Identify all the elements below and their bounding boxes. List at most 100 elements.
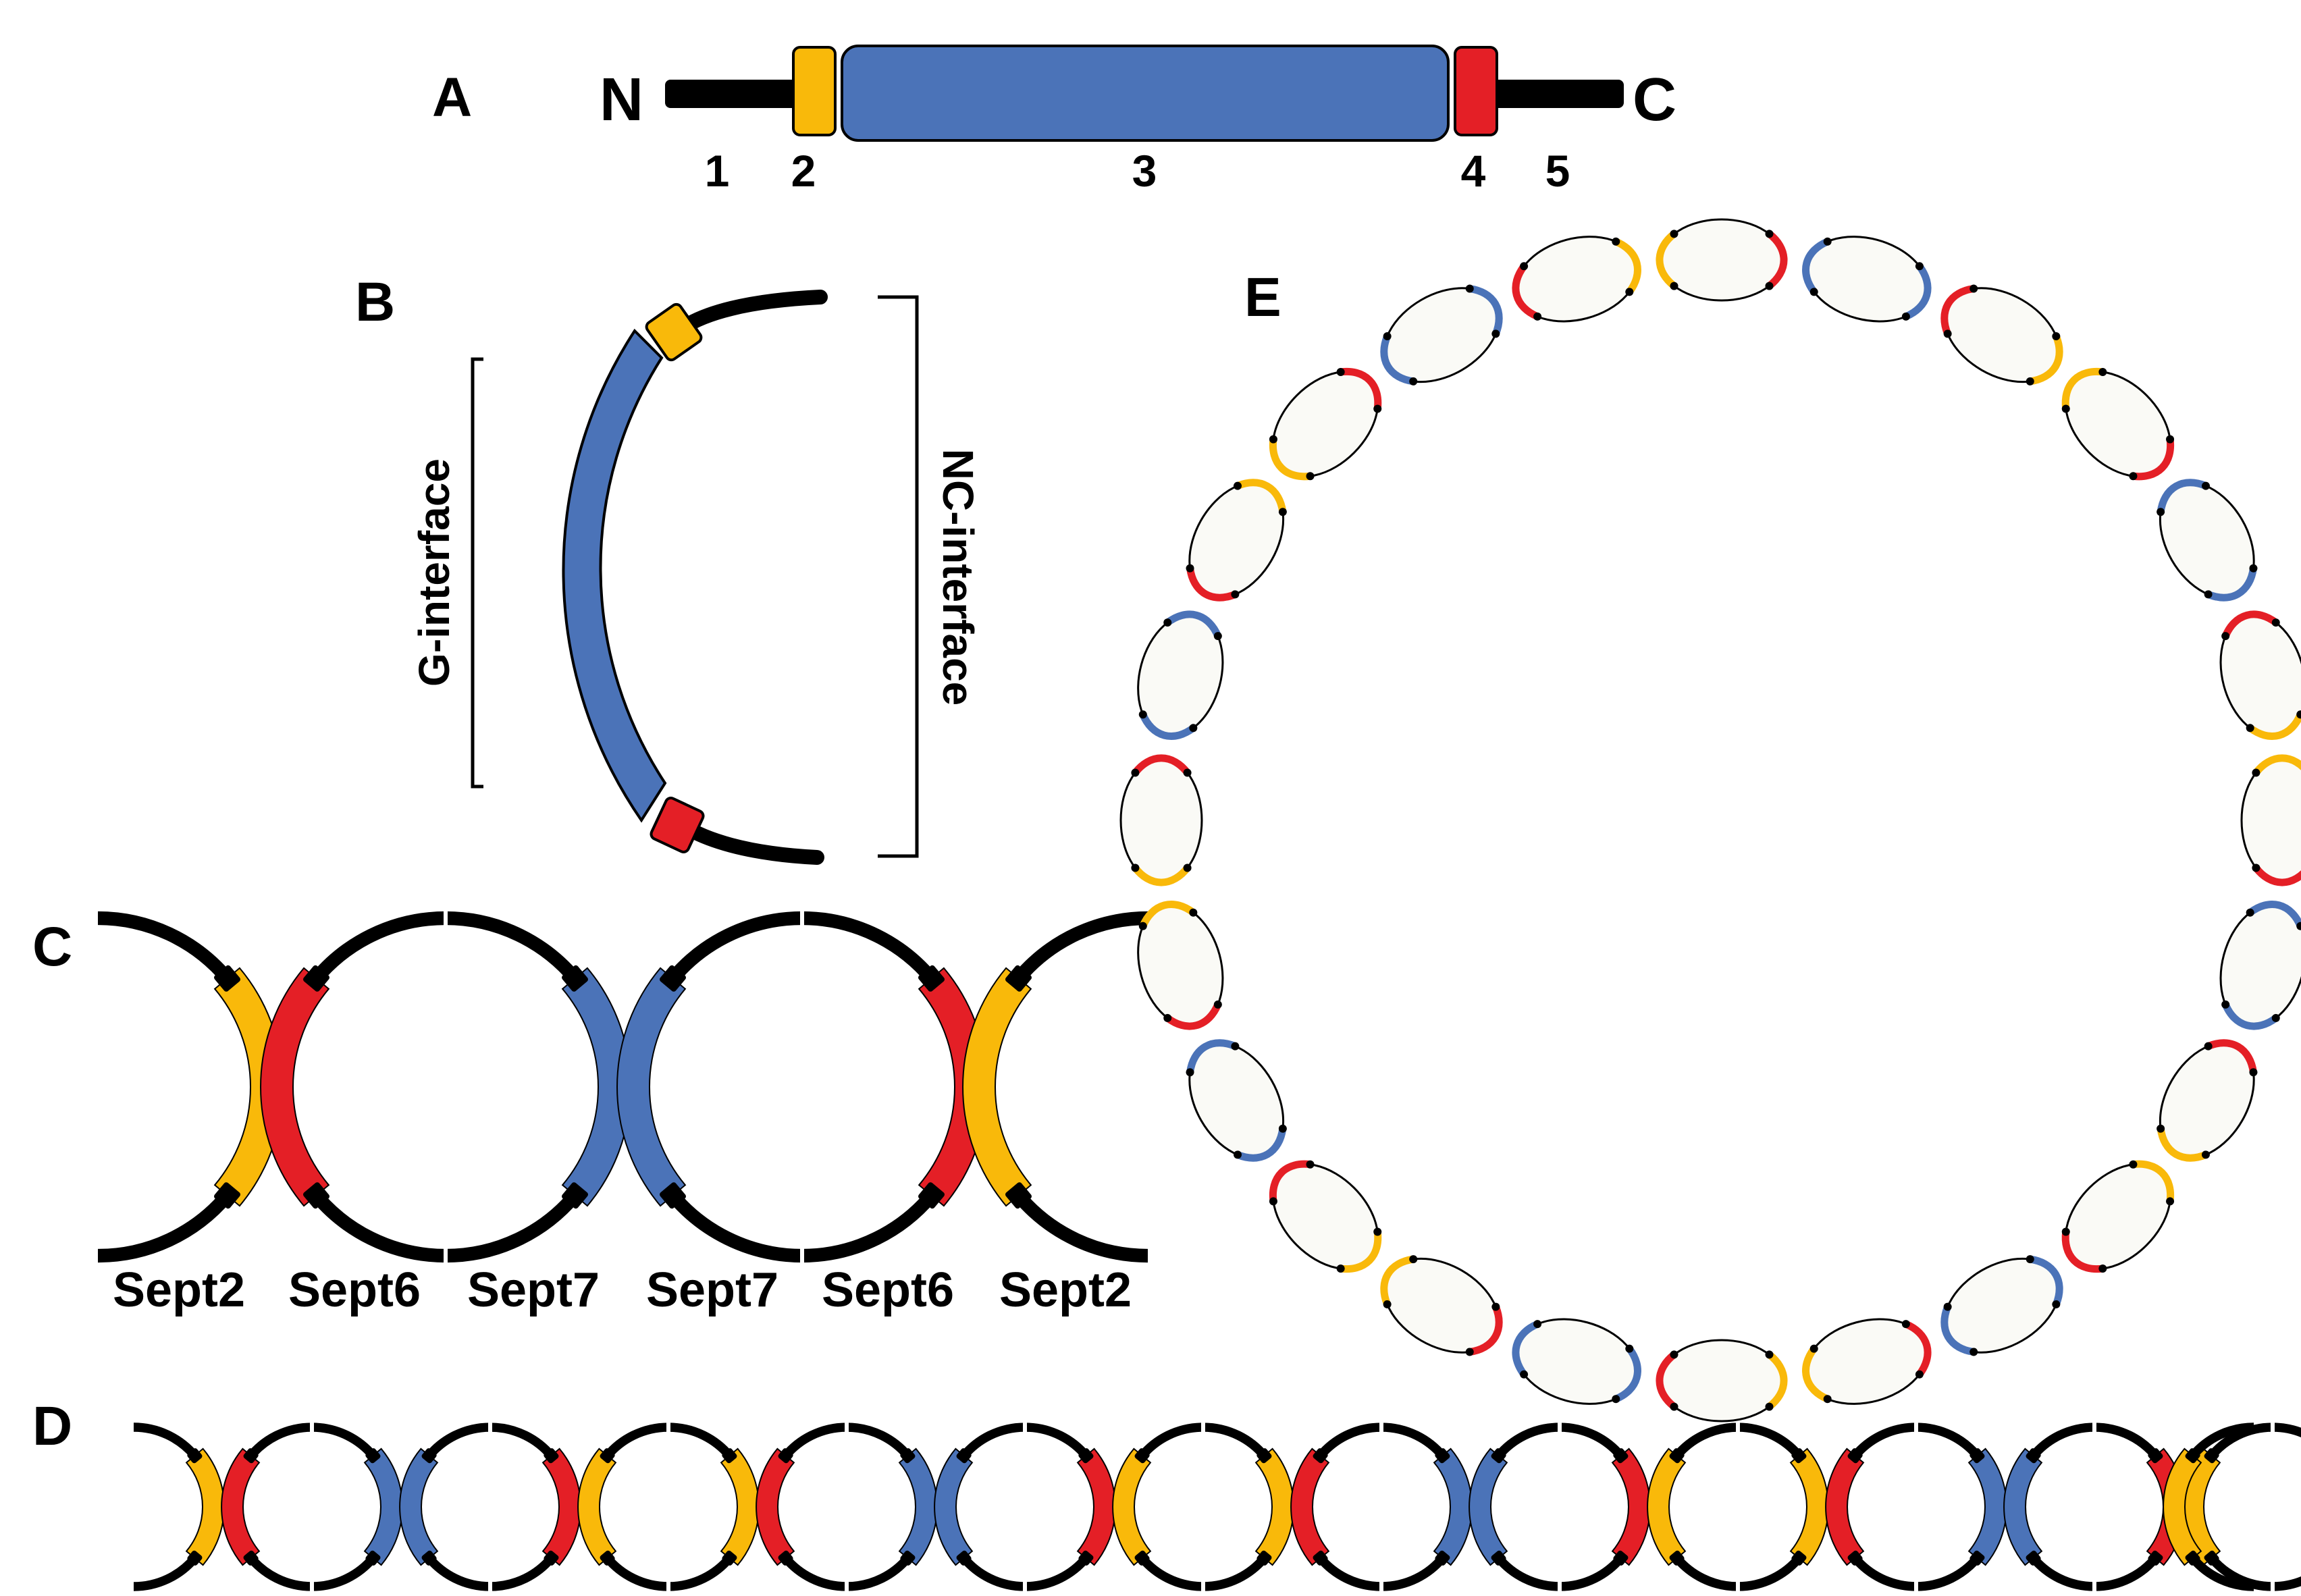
ring-ellipse-body — [1137, 613, 1224, 737]
polybasic-region-box — [645, 302, 703, 362]
domain-junction-marker — [1669, 1550, 1685, 1566]
domain-junction-marker — [2148, 1448, 2163, 1464]
blue-segment-right — [2222, 1003, 2279, 1030]
ring-ellipse-body — [1514, 236, 1639, 323]
domain-3-box — [841, 45, 1450, 142]
ring-junction-dot — [2221, 1000, 2230, 1009]
domain-junction-marker — [1491, 1448, 1506, 1464]
ring-junction-dot — [1491, 329, 1500, 338]
domain-junction-marker — [214, 1182, 240, 1209]
ring-junction-dot — [1306, 472, 1315, 481]
ring-junction-dot — [1670, 1402, 1678, 1411]
ring-junction-dot — [1915, 262, 1924, 271]
ring-ellipse — [1512, 236, 1641, 323]
red-gdomain-left — [1825, 1447, 1865, 1566]
panel-e-letter: E — [1244, 267, 1281, 328]
red-segment-left — [2206, 1039, 2257, 1073]
yellow-segment-left — [1269, 438, 1311, 481]
ring-junction-dot — [2098, 1265, 2107, 1273]
domain-junction-marker — [1791, 1550, 1807, 1566]
ring-junction-dot — [1131, 768, 1140, 777]
yellow-segment-left — [1656, 231, 1676, 289]
domain-junction-marker — [722, 1550, 737, 1566]
ring-junction-dot — [1765, 1350, 1774, 1359]
ring-junction-dot — [1465, 284, 1474, 293]
ring-junction-dot — [1213, 632, 1222, 641]
ring-junction-dot — [1491, 1302, 1500, 1311]
blue-gdomain-right — [898, 1447, 938, 1566]
panel-e: E — [1119, 218, 2301, 1422]
ring-junction-dot — [2157, 1124, 2165, 1133]
red-gdomain-right — [1611, 1447, 1651, 1566]
ring-junction-dot — [1373, 404, 1382, 413]
domain-junction-marker — [1078, 1550, 1094, 1566]
n-terminus-label: N — [600, 66, 643, 134]
ring-junction-dot — [1765, 230, 1774, 238]
ring-junction-dot — [2271, 1013, 2280, 1022]
ring-junction-dot — [1943, 329, 1952, 338]
domain-junction-marker — [187, 1550, 203, 1566]
ring-junction-dot — [2026, 377, 2034, 385]
red-segment-right — [1132, 754, 1190, 775]
blue-segment-right — [1469, 285, 1503, 336]
domain-junction-marker — [544, 1550, 559, 1566]
blue-segment-right — [1186, 1039, 1237, 1073]
ring-junction-dot — [1183, 768, 1192, 777]
ring-junction-dot — [1373, 1227, 1382, 1236]
ring-junction-dot — [1383, 332, 1392, 341]
domain-junction-marker — [1847, 1448, 1863, 1464]
ring-ellipse — [1380, 284, 1503, 385]
domain-junction-marker — [243, 1550, 259, 1566]
ring-junction-dot — [1383, 1300, 1392, 1308]
ring-ellipse — [1137, 610, 1224, 740]
c-end-half — [97, 911, 284, 1263]
domain-junction-marker — [1313, 1448, 1328, 1464]
ring-junction-dot — [1138, 922, 1147, 930]
nc-linker-top — [133, 1422, 199, 1459]
domain-junction-marker — [1491, 1550, 1506, 1566]
ring-ellipse-body — [1658, 1339, 1785, 1422]
domain-junction-marker — [421, 1550, 437, 1566]
subunit-label-4: Sept7 — [646, 1263, 778, 1317]
ring-junction-dot — [2098, 367, 2107, 376]
panel-a: A N C 1 2 3 4 5 — [432, 45, 1676, 196]
domain-junction-marker — [722, 1448, 737, 1464]
red-segment-right — [2132, 438, 2175, 481]
panel-a-letter: A — [432, 67, 472, 128]
ring-junction-dot — [1278, 508, 1287, 516]
ring-ellipse-body — [2064, 370, 2172, 478]
ring-junction-dot — [1336, 367, 1345, 376]
ring-ellipse — [2157, 479, 2258, 602]
nc-interface-label: NC-interface — [934, 449, 982, 706]
domain-junction-marker — [2185, 1448, 2200, 1464]
ring-junction-dot — [1809, 288, 1818, 296]
blue-segment-right — [1512, 1321, 1539, 1377]
red-gdomain-right — [541, 1447, 581, 1566]
red-gdomain-right — [1076, 1447, 1116, 1566]
ring-ellipse — [1186, 479, 1287, 602]
red-segment-right — [1656, 1352, 1676, 1410]
d-unit-4 — [756, 1406, 938, 1596]
domain-junction-marker — [1134, 1550, 1150, 1566]
ring-ellipse — [1380, 1255, 1503, 1356]
yellow-gdomain-left — [1112, 1447, 1152, 1566]
ring-ellipse-body — [2219, 613, 2301, 737]
yellow-segment-left — [2253, 754, 2301, 775]
red-segment-left — [1512, 263, 1539, 320]
ring-junction-dot — [2246, 908, 2254, 917]
domain-junction-marker — [365, 1550, 381, 1566]
ring-ellipse — [1137, 901, 1224, 1030]
yellow-segment-left — [1767, 1352, 1788, 1410]
ring-ellipse — [2240, 754, 2301, 886]
domain-junction-marker — [956, 1550, 972, 1566]
d-unit-7 — [1290, 1406, 1473, 1596]
domain-junction-marker — [1969, 1550, 1985, 1566]
nc-linker-bottom — [1013, 1191, 1148, 1263]
yellow-gdomain-left — [1647, 1447, 1687, 1566]
sue-region-box — [650, 797, 705, 853]
ring-junction-dot — [1670, 282, 1678, 290]
ring-ellipse-body — [1805, 236, 1929, 323]
ring-junction-dot — [1213, 1000, 1222, 1009]
blue-segment-left — [1380, 334, 1414, 385]
panel-b-letter: B — [355, 271, 395, 333]
